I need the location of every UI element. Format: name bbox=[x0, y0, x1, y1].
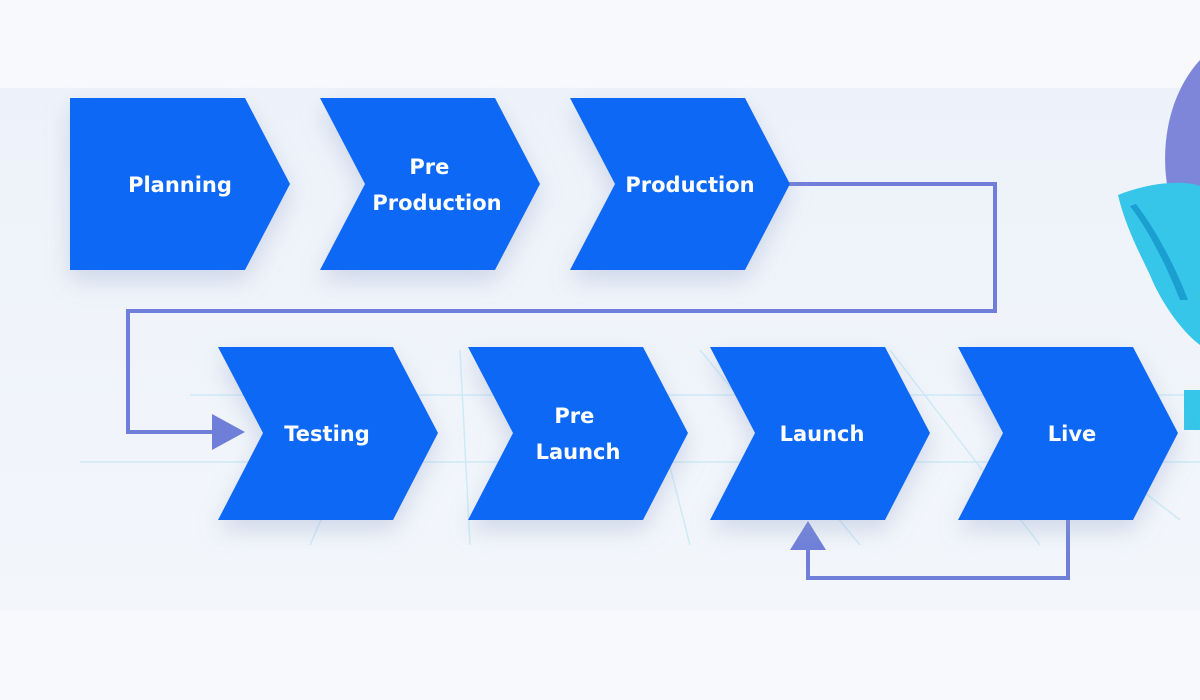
step-label-line: Testing bbox=[284, 422, 370, 446]
chevron-shape bbox=[958, 347, 1178, 520]
step-live: Live bbox=[958, 347, 1178, 520]
step-label-line: Pre bbox=[554, 404, 594, 428]
step-planning: Planning bbox=[70, 98, 290, 270]
svg-text:Production: Production bbox=[625, 173, 754, 197]
step-label-line: Production bbox=[372, 191, 501, 215]
chevron-shape bbox=[710, 347, 930, 520]
connector-arrowhead-up-icon bbox=[790, 521, 826, 550]
svg-text:Launch: Launch bbox=[780, 422, 865, 446]
connector-arrowhead-right-icon bbox=[212, 414, 245, 450]
process-steps: Planning Pre Production Production Testi… bbox=[70, 98, 1178, 520]
step-production: Production bbox=[570, 98, 790, 270]
svg-text:Planning: Planning bbox=[128, 173, 232, 197]
step-pre-launch: Pre Launch bbox=[468, 347, 688, 520]
connector-production-to-testing bbox=[126, 182, 997, 434]
svg-text:Live: Live bbox=[1048, 422, 1097, 446]
chevron-shape bbox=[218, 347, 438, 520]
chevron-shape bbox=[468, 347, 688, 520]
connectors bbox=[126, 182, 1070, 580]
chevron-shape bbox=[70, 98, 290, 270]
step-launch: Launch bbox=[710, 347, 930, 520]
decorative-graphic bbox=[1118, 60, 1200, 430]
step-label-line: Production bbox=[625, 173, 754, 197]
step-label-line: Planning bbox=[128, 173, 232, 197]
connector-live-to-launch bbox=[806, 520, 1070, 580]
svg-text:Pre Production: Pre Production bbox=[372, 155, 501, 215]
chevron-shape bbox=[320, 98, 540, 270]
step-label-line: Launch bbox=[780, 422, 865, 446]
svg-text:Pre Launch: Pre Launch bbox=[536, 404, 621, 464]
step-testing: Testing bbox=[218, 347, 438, 520]
svg-text:Testing: Testing bbox=[284, 422, 370, 446]
step-pre-production: Pre Production bbox=[320, 98, 540, 270]
chevron-shape bbox=[570, 98, 790, 270]
step-label-line: Pre bbox=[409, 155, 449, 179]
step-label-line: Launch bbox=[536, 440, 621, 464]
step-label-line: Live bbox=[1048, 422, 1097, 446]
